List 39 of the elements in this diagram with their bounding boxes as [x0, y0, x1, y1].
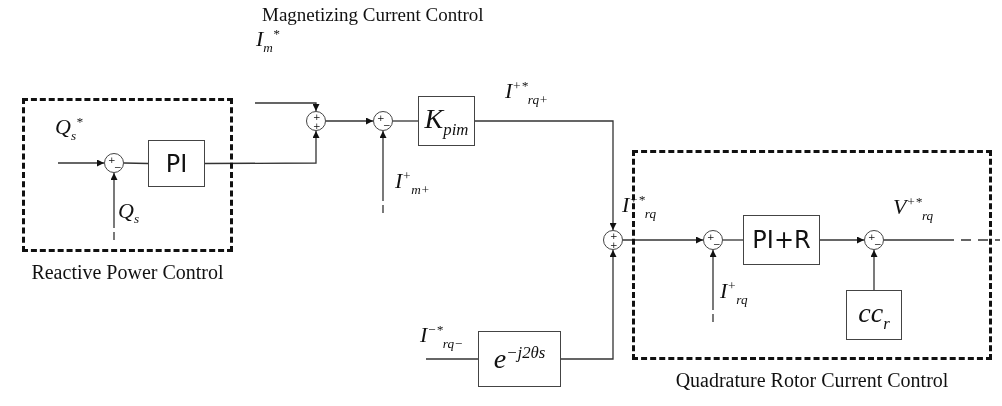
diagram-title: Magnetizing Current Control: [262, 4, 484, 26]
signal-arrow: [379, 130, 387, 214]
summing-junction: [104, 153, 124, 173]
sign-label: +: [610, 232, 618, 241]
signal-arrow: [560, 249, 617, 360]
sign-label: +: [313, 122, 321, 131]
sign-label: −: [713, 240, 721, 249]
sign-label: −: [114, 163, 122, 172]
transfer-function-block: PI: [148, 140, 205, 187]
transfer-function-block: K$_{pim}$: [418, 96, 475, 146]
sign-label: +: [377, 114, 385, 123]
signal-arrow: [474, 120, 617, 231]
summing-junction: [703, 230, 723, 250]
signal-arrow: [204, 130, 320, 165]
signal-arrow: [819, 236, 865, 244]
group-heading: Reactive Power Control: [31, 261, 224, 284]
signal-label: Q$_{s}$: [118, 198, 140, 228]
summing-junction: [864, 230, 884, 250]
transfer-function-block: cc$_{r}$: [846, 290, 902, 340]
signal-arrow: [57, 159, 105, 167]
group-heading: Quadrature Rotor Current Control: [675, 369, 949, 392]
sign-label: +: [108, 156, 116, 165]
summing-junction: [603, 230, 623, 250]
signal-arrow: [110, 172, 118, 241]
signal-arrow: [870, 249, 878, 291]
signal-arrow: [709, 249, 717, 323]
sign-label: +: [868, 233, 876, 242]
signal-arrow: [622, 236, 704, 244]
transfer-function-block: PI+R: [743, 215, 820, 265]
signal-arrow: [254, 102, 320, 112]
signal-arrow: [325, 117, 374, 125]
summing-junction: [373, 111, 393, 131]
summing-junction: [306, 111, 326, 131]
sign-label: −: [874, 240, 882, 249]
sign-label: +: [610, 241, 618, 250]
transfer-function-block: e$^{−j2θs}$: [478, 331, 561, 387]
sign-label: +: [313, 113, 321, 122]
sign-label: +: [707, 233, 715, 242]
sign-label: −: [383, 121, 391, 130]
